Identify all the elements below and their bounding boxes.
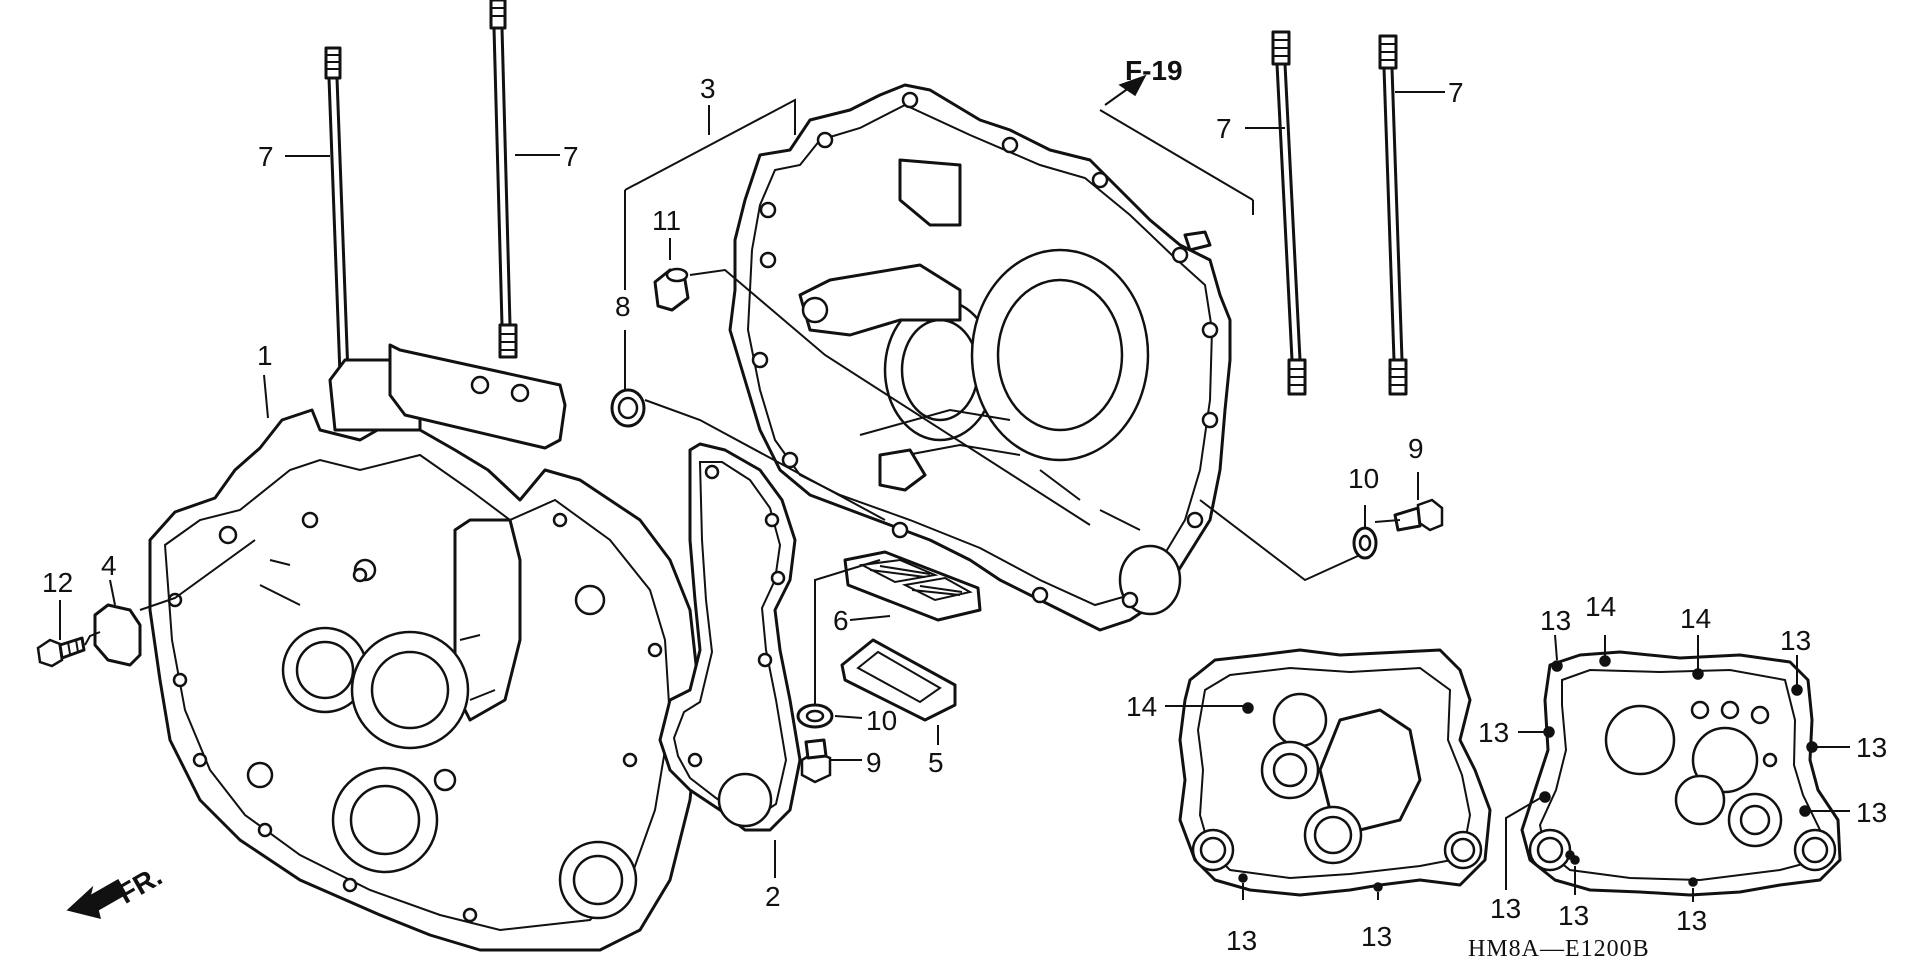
- strainer-cover: [840, 638, 957, 722]
- label-5: 5: [928, 747, 944, 778]
- right-crankcase: [728, 83, 1232, 632]
- label-3: 3: [700, 73, 716, 104]
- stud-bolt-left-2: [489, 0, 518, 359]
- label-9: 9: [866, 747, 882, 778]
- flange-bolt: [36, 636, 86, 668]
- label-7: 7: [1448, 77, 1464, 108]
- label-8: 8: [615, 291, 631, 322]
- label-2: 2: [765, 881, 781, 912]
- drain-bolt-upper: [1393, 498, 1444, 532]
- stud-bolt-left-1: [324, 46, 354, 409]
- label-13: 13: [1226, 925, 1257, 956]
- label-13: 13: [1478, 717, 1509, 748]
- crankcase-gasket: [658, 442, 802, 832]
- label-14: 14: [1680, 603, 1711, 634]
- label-12: 12: [42, 567, 73, 598]
- dowel-pin: [653, 267, 690, 312]
- figure-reference: F-19: [1125, 55, 1183, 86]
- front-label: FR.: [113, 860, 168, 909]
- front-direction-arrow: [66, 878, 128, 920]
- sealing-washer-lower: [796, 703, 834, 729]
- label-10: 10: [866, 705, 897, 736]
- label-13: 13: [1856, 797, 1887, 828]
- label-6: 6: [833, 605, 849, 636]
- crankcase-view-left: [1178, 648, 1492, 897]
- label-13: 13: [1676, 905, 1707, 936]
- label-13: 13: [1558, 900, 1589, 931]
- crankcase-view-right: [1520, 650, 1842, 897]
- label-4: 4: [101, 550, 117, 581]
- leader-lines: [59, 74, 1850, 902]
- label-1: 1: [257, 340, 273, 371]
- label-10: 10: [1348, 463, 1379, 494]
- label-11: 11: [652, 205, 681, 236]
- diagram-code: HM8A—E1200B: [1468, 936, 1650, 960]
- drain-bolt-lower: [800, 738, 832, 784]
- cover-plate: [93, 603, 142, 667]
- label-13: 13: [1780, 625, 1811, 656]
- label-7: 7: [1216, 113, 1232, 144]
- label-13: 13: [1490, 893, 1521, 924]
- part-labels: 7 7 7 7 1 3 11 8 12 4 6 10 9 5 2 10 9 14…: [42, 55, 1887, 960]
- label-13: 13: [1856, 732, 1887, 763]
- stud-bolt-right-2: [1378, 34, 1408, 396]
- label-7: 7: [258, 141, 274, 172]
- oil-seal: [610, 388, 646, 428]
- oil-strainer-screen: [843, 550, 982, 622]
- left-crankcase: [148, 343, 702, 952]
- label-14: 14: [1126, 691, 1157, 722]
- label-9: 9: [1408, 433, 1424, 464]
- label-13: 13: [1540, 605, 1571, 636]
- sealing-washer-upper: [1352, 526, 1378, 560]
- stud-bolt-right-1: [1271, 30, 1307, 396]
- label-7: 7: [563, 141, 579, 172]
- label-14: 14: [1585, 591, 1616, 622]
- label-13: 13: [1361, 921, 1392, 952]
